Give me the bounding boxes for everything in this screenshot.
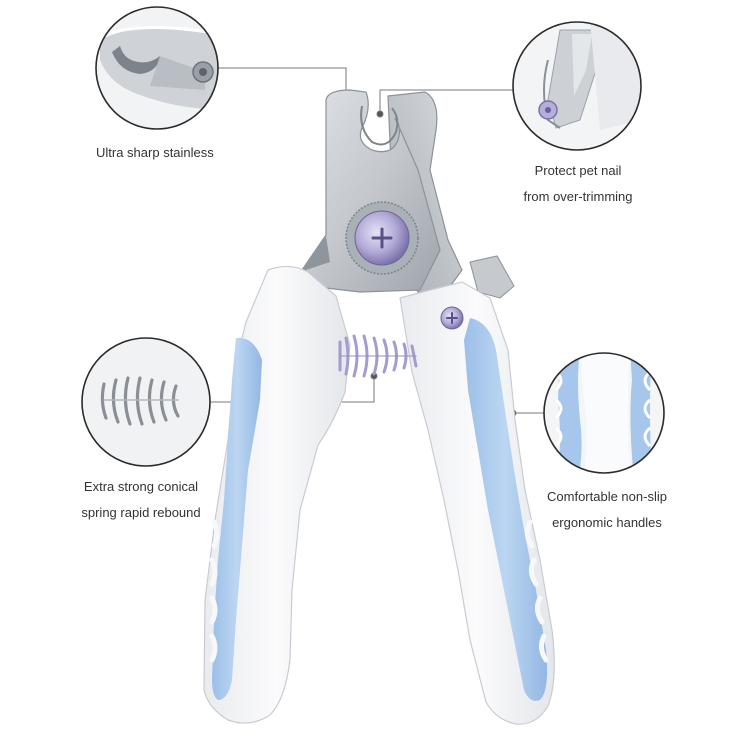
handle-screw-cross-icon: [446, 312, 458, 324]
clipper-handles: [203, 265, 555, 725]
right-handle-grip: [464, 318, 548, 701]
left-grip-ridges: [209, 519, 220, 663]
callout-label-guard: Protect pet nail from over-trimming: [498, 158, 658, 210]
right-grip-ridges: [524, 519, 549, 663]
handle-label-line2: ergonomic handles: [552, 515, 662, 530]
cutting-notch: [360, 105, 399, 146]
guard-label-line1: Protect pet nail: [534, 163, 622, 178]
nail-guard: [469, 255, 515, 299]
leader-line-blade: [218, 67, 347, 92]
conical-spring: [338, 334, 418, 378]
handle-label-line1: Comfortable non-slip: [547, 489, 667, 504]
clipper-blades: [300, 89, 515, 301]
blade-label-text: Ultra sharp stainless: [96, 145, 214, 160]
callout-guard-circle: [512, 21, 642, 151]
callout-handle-circle: [543, 352, 665, 474]
pivot-screw-cross-icon: [371, 227, 393, 249]
left-handle-grip: [212, 337, 262, 700]
jaw-shadow: [300, 236, 330, 272]
leader-dot-guard: [376, 110, 384, 118]
callout-label-blade: Ultra sharp stainless: [96, 140, 226, 166]
spring-label-line2: spring rapid rebound: [81, 505, 201, 520]
guard-label-line2: from over-trimming: [523, 189, 633, 204]
callout-spring-circle: [81, 337, 211, 467]
callout-label-spring: Extra strong conical spring rapid reboun…: [66, 474, 216, 526]
callout-label-handle: Comfortable non-slip ergonomic handles: [532, 484, 682, 536]
spring-label-line1: Extra strong conical: [83, 479, 199, 494]
callout-blade-circle: [95, 6, 219, 130]
leader-line-guard: [379, 89, 513, 112]
